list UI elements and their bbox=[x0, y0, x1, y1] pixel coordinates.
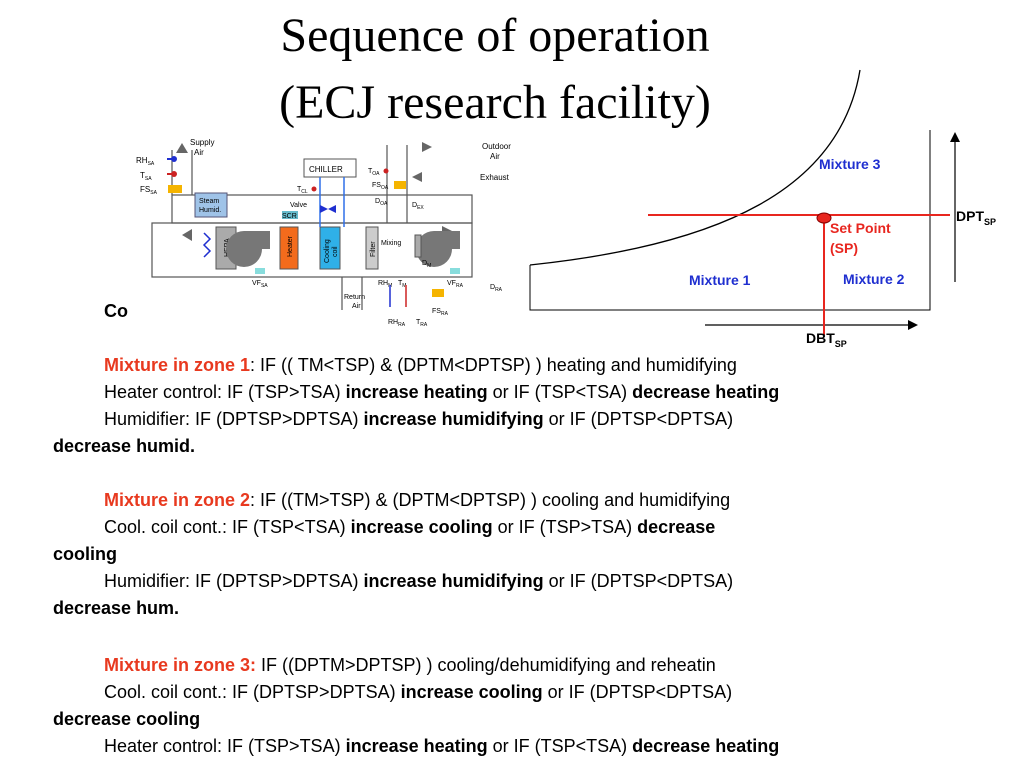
mixture-3-label: Mixture 3 bbox=[819, 156, 881, 172]
dpt-sp-label: DPTSP bbox=[956, 208, 997, 227]
filter bbox=[365, 226, 379, 270]
dbt-arrow-icon bbox=[908, 320, 918, 330]
t-ra-label: TRA bbox=[416, 319, 428, 328]
mixing-label: Mixing bbox=[381, 240, 401, 247]
cooling-coil-label-1: Cooling bbox=[324, 239, 331, 263]
supply-fan-icon bbox=[226, 231, 270, 267]
fs-sa-label: FSSA bbox=[140, 185, 158, 196]
rh-sa-sensor-icon bbox=[171, 156, 177, 162]
d-ex-label: DEX bbox=[412, 202, 424, 211]
chart-border bbox=[529, 130, 931, 311]
scr-box bbox=[282, 211, 298, 219]
set-point-marker bbox=[816, 212, 832, 224]
slide-title-line-2: (ECJ research facility) bbox=[279, 76, 711, 129]
mixture-2-label: Mixture 2 bbox=[843, 271, 905, 287]
supply-air-label-1: Supply bbox=[190, 138, 214, 147]
outdoor-air-label-1: Outdoor bbox=[482, 142, 511, 151]
zone-2-humidifier-control: Humidifier: IF (DPTSP>DPTSA) increase hu… bbox=[104, 571, 734, 591]
return-fan-icon bbox=[416, 231, 460, 267]
d-oa-label: DOA bbox=[375, 198, 388, 207]
zone-3-heater-control: Heater control: IF (TSP>TSA) increase he… bbox=[104, 736, 780, 756]
rh-ra-label: RHRA bbox=[388, 319, 406, 328]
supply-sensors bbox=[167, 156, 182, 193]
set-point-label-2: (SP) bbox=[830, 240, 858, 256]
rh-sa-label: RHSA bbox=[136, 156, 155, 167]
vf-ra-label: VFRA bbox=[447, 280, 464, 289]
t-cl-label: TCL bbox=[297, 186, 308, 195]
filter-label: Filter bbox=[370, 241, 377, 257]
d-ra-label: DRA bbox=[490, 284, 503, 293]
fs-ra-sensor-icon bbox=[432, 289, 444, 297]
steam-humidifier-box bbox=[194, 192, 228, 218]
upper-duct bbox=[171, 194, 473, 224]
d-m-label: DM bbox=[422, 260, 431, 269]
damper-m-icon bbox=[414, 234, 422, 258]
slide-title-line-1: Sequence of operation bbox=[280, 9, 710, 62]
valve-icon bbox=[320, 205, 328, 213]
exhaust-label: Exhaust bbox=[480, 173, 510, 182]
zone-3-condition: Mixture in zone 3: IF ((DPTM>DPTSP) ) co… bbox=[104, 655, 716, 675]
dpt-arrow-icon bbox=[950, 132, 960, 142]
psychrometric-chart bbox=[529, 69, 960, 335]
saturation-curve bbox=[529, 69, 861, 266]
zone-1-condition: Mixture in zone 1: IF (( TM<TSP) & (DPTM… bbox=[104, 355, 737, 375]
t-sa-label: TSA bbox=[140, 171, 152, 182]
heater-label: Heater bbox=[287, 235, 294, 257]
zone-1-humidifier-control: Humidifier: IF (DPTSP>DPTSA) increase hu… bbox=[104, 409, 734, 429]
scr-label: SCR bbox=[282, 213, 297, 220]
chiller-box bbox=[303, 158, 357, 178]
zone-2-condition: Mixture in zone 2: IF ((TM>TSP) & (DPTM<… bbox=[104, 490, 731, 510]
set-point-label-1: Set Point bbox=[830, 220, 891, 236]
fs-oa-sensor-icon bbox=[394, 181, 406, 189]
zone-2-cooling-decrease: cooling bbox=[53, 544, 117, 564]
vf-ra-sensor-icon bbox=[450, 268, 460, 274]
vf-sa-sensor-icon bbox=[255, 268, 265, 274]
ahu-schematic: RHSA TSA FSSA Supply Air Steam Humid. HE… bbox=[136, 138, 511, 328]
return-air-label-2: Air bbox=[352, 303, 361, 310]
humidifier-nozzle-icon bbox=[202, 232, 212, 258]
fs-ra-label: FSRA bbox=[432, 308, 449, 317]
return-air-label-1: Return bbox=[344, 294, 365, 301]
t-oa-label: TOA bbox=[368, 168, 380, 177]
chiller-label: CHILLER bbox=[309, 165, 343, 174]
steam-humid-label-1: Steam bbox=[199, 198, 219, 205]
zone-2-cooling-control: Cool. coil cont.: IF (TSP<TSA) increase … bbox=[104, 517, 716, 537]
fs-oa-label: FSOA bbox=[372, 182, 389, 191]
control-heading-partial: Co bbox=[104, 301, 128, 321]
zone-2-humidifier-decrease: decrease hum. bbox=[53, 598, 180, 618]
supply-air-label-2: Air bbox=[194, 148, 204, 157]
dbt-sp-label: DBTSP bbox=[806, 330, 847, 349]
zone-3-cooling-control: Cool. coil cont.: IF (DPTSP>DPTSA) incre… bbox=[104, 682, 733, 702]
valve-label: Valve bbox=[290, 202, 307, 209]
fs-sa-sensor-icon bbox=[168, 185, 182, 193]
t-sa-sensor-icon bbox=[171, 171, 177, 177]
outdoor-air-label-2: Air bbox=[490, 152, 500, 161]
t-m-label: TM bbox=[398, 280, 406, 289]
mixture-1-label: Mixture 1 bbox=[689, 272, 751, 288]
cooling-coil-label-2: coil bbox=[332, 246, 339, 257]
cooling-coil bbox=[319, 226, 341, 270]
heater-coil bbox=[279, 226, 299, 270]
steam-humid-label-2: Humid. bbox=[199, 207, 221, 214]
vf-sa-label: VFSA bbox=[252, 280, 268, 289]
zone-1-heater-control: Heater control: IF (TSP>TSA) increase he… bbox=[104, 382, 780, 402]
zone-3-cooling-decrease: decrease cooling bbox=[53, 709, 201, 729]
zone-1-humidifier-decrease: decrease humid. bbox=[53, 436, 196, 456]
